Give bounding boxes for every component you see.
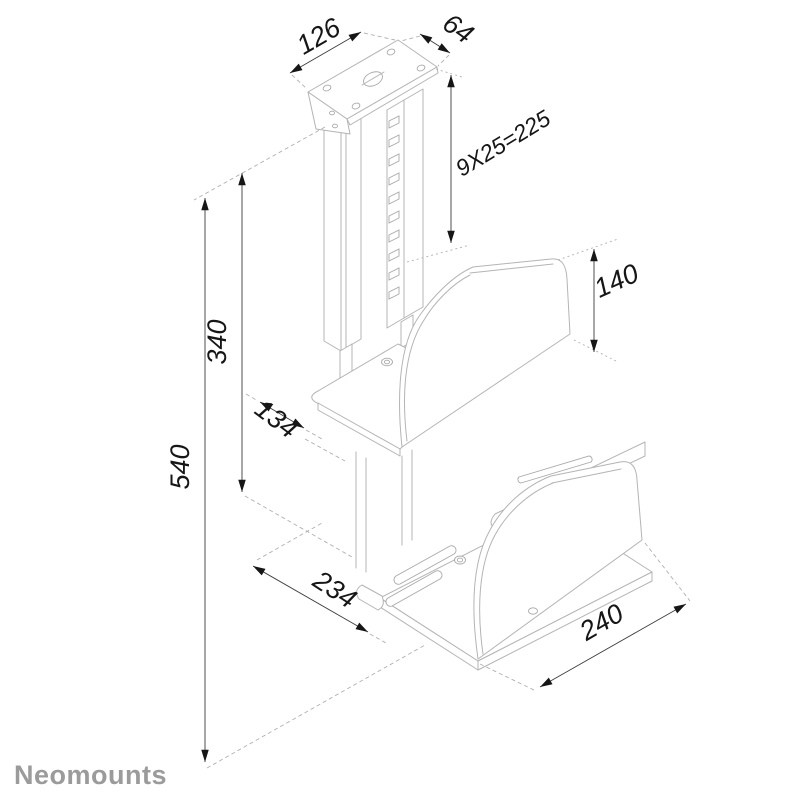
ext-64-left [400, 35, 421, 42]
ext-126-right [363, 32, 396, 41]
lower-holder [356, 441, 653, 671]
neomounts-logo: Neomounts [14, 760, 167, 790]
plate-front-flange [307, 91, 351, 135]
ext-240-left [479, 663, 537, 692]
lower-strut [355, 449, 413, 573]
tube-left-face [323, 100, 342, 352]
dim-line-clamp-depth [259, 401, 305, 429]
column-front-tube [323, 98, 362, 380]
ledge-slot [517, 455, 593, 484]
flange-hole [332, 123, 338, 129]
ext-134-left [245, 393, 259, 402]
base-slot [385, 570, 443, 607]
dim-line-holder-width [539, 603, 687, 688]
flange-hole [329, 110, 335, 116]
screw-slot-line [361, 71, 385, 86]
dim-label-hole-pattern: 9X25=225 [451, 105, 555, 182]
dim-line-plate-width [289, 31, 362, 74]
panel-bend-line [404, 274, 471, 442]
dim-line-plate-depth [419, 33, 451, 54]
adjustment-slots [388, 115, 400, 300]
base-slot [393, 545, 457, 585]
dim-line-holder-depth [252, 565, 369, 633]
ext-140-bottom [573, 339, 619, 363]
ext-234-right [369, 633, 387, 644]
panel-top-inner-line [469, 263, 554, 274]
dim-label-column-height: 340 [202, 319, 232, 364]
dim-label-plate-width: 126 [291, 11, 346, 60]
ext-540-bottom [206, 644, 426, 769]
ext-126-left [291, 74, 308, 90]
clamp-shelf-lip [317, 402, 401, 457]
product-outline [307, 39, 653, 671]
dim-label-plate-depth: 64 [437, 8, 479, 50]
ext-hole-pattern-bottom [406, 244, 471, 263]
rail-right-face [403, 88, 424, 319]
ext-234-left [256, 522, 323, 561]
plate-edge [346, 66, 439, 126]
holder-screw [528, 607, 538, 615]
tube-right-face [340, 98, 362, 352]
mounting-hole [386, 48, 396, 56]
ext-340-540-top [193, 126, 326, 201]
column-slotted-rail [386, 88, 424, 349]
holder-panel-top-inner-line [551, 468, 622, 484]
extension-lines [193, 32, 691, 769]
holder-side-panel [473, 461, 643, 660]
upper-clamp [311, 258, 571, 457]
ext-240-right [644, 542, 691, 602]
mounting-hole [322, 84, 332, 92]
dim-label-clamp-panel-height: 140 [590, 258, 643, 304]
dim-label-clamp-depth: 134 [249, 393, 303, 444]
ext-340-bottom [244, 495, 353, 558]
mounting-hole [351, 102, 361, 110]
dim-label-total-height: 540 [165, 444, 195, 489]
holder-panel-bend-line [479, 482, 554, 655]
dim-label-holder-depth: 234 [307, 564, 362, 614]
ext-140-top [557, 238, 619, 261]
ext-64-right [437, 54, 450, 67]
dimension-lines [201, 31, 687, 762]
clamp-side-panel [399, 258, 571, 448]
ext-134-aux [304, 438, 346, 462]
ext-hole-pattern-top [435, 68, 463, 78]
ceiling-plate [307, 39, 439, 135]
ext-134-right [305, 429, 323, 440]
mounting-hole [416, 64, 426, 72]
holder-knob-center [456, 557, 464, 563]
clamp-knob-center [383, 359, 391, 365]
